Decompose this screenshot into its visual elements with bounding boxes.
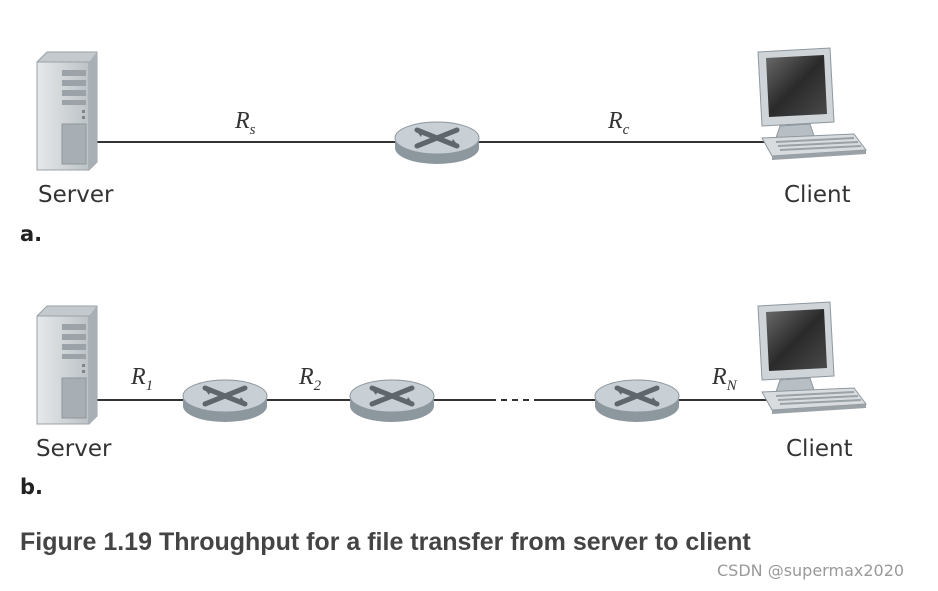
client-icon <box>757 301 867 415</box>
client-label: Client <box>784 182 851 208</box>
client-icon <box>757 47 867 161</box>
server-icon <box>36 305 98 425</box>
panel-a: Rs Rc Server Client a. <box>20 47 867 246</box>
router-icon <box>395 122 479 164</box>
router-icon <box>595 380 679 422</box>
network-diagram: Rs Rc Server Client a. R1 R2 RN Server C… <box>20 47 867 499</box>
panel-a-label: a. <box>20 222 42 246</box>
rate-label-rc: Rc <box>607 108 630 138</box>
rate-label-r1: R1 <box>130 364 153 394</box>
watermark: CSDN @supermax2020 <box>717 561 905 580</box>
router-icon <box>183 380 267 422</box>
panel-b-label: b. <box>20 475 43 499</box>
rate-label-rs: Rs <box>234 108 256 138</box>
server-label: Server <box>38 182 114 208</box>
panel-b: R1 R2 RN Server Client b. <box>20 301 867 499</box>
server-icon <box>36 51 98 171</box>
rate-label-r2: R2 <box>298 364 322 394</box>
router-icon <box>350 380 434 422</box>
server-label: Server <box>36 436 112 462</box>
rate-label-rn: RN <box>711 364 738 394</box>
client-label: Client <box>786 436 853 462</box>
figure-caption: Figure 1.19 Throughput for a file transf… <box>20 528 751 556</box>
